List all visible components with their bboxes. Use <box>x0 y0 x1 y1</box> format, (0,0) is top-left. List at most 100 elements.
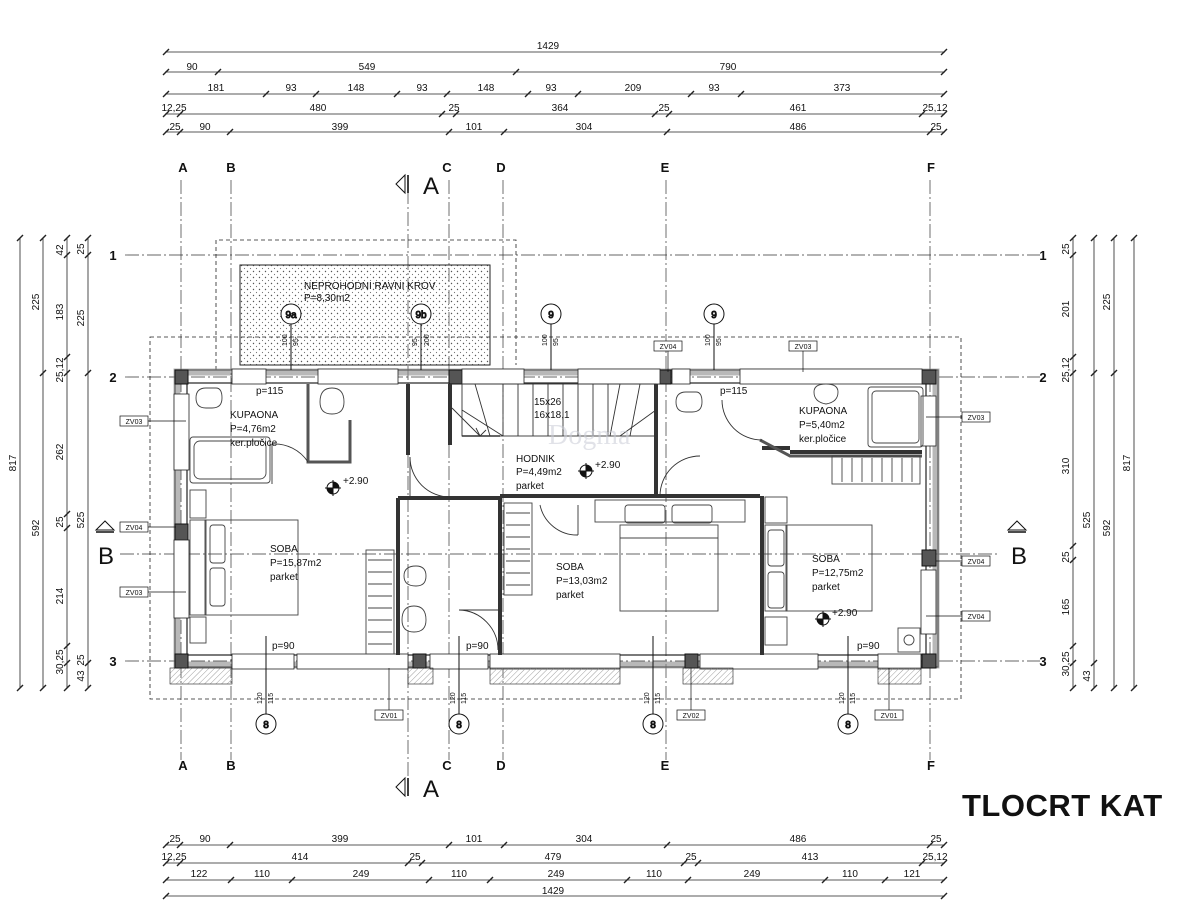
level-markers: +2.90 +2.90 +2.90 <box>325 460 858 627</box>
axis-row-1: 1 <box>1039 248 1046 263</box>
room-roof-name: NEPROHODNI RAVNI KROV <box>304 281 436 292</box>
parapet-labels: p=115 p=115 p=90 p=90 p=90 <box>256 386 880 652</box>
parapet-height: p=115 <box>720 386 748 397</box>
parapet-height: p=90 <box>466 641 489 652</box>
room-bed-right-name: SOBA <box>812 554 840 565</box>
dim-bottom-3: 249 <box>744 869 761 880</box>
dim-top-5: 486 <box>790 122 807 133</box>
axis-column-e: E <box>661 160 670 175</box>
dim-right-inner: 165 <box>1061 598 1072 615</box>
window-tag-label: ZV01 <box>881 713 898 720</box>
dim-right-inner: 25,12 <box>1061 357 1072 382</box>
dim-top-4: 25 <box>658 103 670 114</box>
axis-column-b: B <box>226 160 235 175</box>
dim-top-1: 1429 <box>537 41 560 52</box>
dim-top-2: 90 <box>186 62 198 73</box>
opening-height: 120 <box>644 692 651 704</box>
room-bed-left-name: SOBA <box>270 544 298 555</box>
dim-right-mid: 525 <box>1082 511 1093 528</box>
room-bath-right-area: P=5,40m2 <box>799 420 845 431</box>
room-bath-left-area: P=4,76m2 <box>230 424 276 435</box>
detail-bubble: 8 <box>255 636 277 735</box>
dim-top-5: 304 <box>576 122 593 133</box>
detail-bubble: 8 <box>837 636 859 735</box>
dim-top-3: 148 <box>478 83 495 94</box>
dim-bottom-3: 110 <box>254 869 270 880</box>
room-bed-mid-finish: parket <box>556 590 584 601</box>
opening-height: 95 <box>553 338 560 346</box>
dim-bottom-2: 413 <box>802 852 819 863</box>
dim-top-3: 93 <box>285 83 297 94</box>
dim-bottom-2: 25 <box>685 852 697 863</box>
windows <box>173 368 937 670</box>
dim-right-inner: 310 <box>1061 457 1072 474</box>
detail-id: 8 <box>650 720 656 731</box>
structural-columns <box>174 369 937 669</box>
window-tags: ZV03 ZV04 ZV03 ZV04 ZV03 ZV04 ZV03 ZV04 … <box>119 340 991 721</box>
window-tag-label: ZV03 <box>968 415 985 422</box>
detail-id: 9b <box>415 310 427 321</box>
dim-bottom-1: 90 <box>199 834 211 845</box>
room-bath-right-name: KUPAONA <box>799 406 847 417</box>
axis-row-2: 2 <box>109 370 116 385</box>
bottom-dimension-chains <box>162 841 948 900</box>
bottom-dimension-labels: 25 90 399 101 304 486 25 12,25 414 25 47… <box>161 834 947 897</box>
axis-column-c: C <box>442 758 452 773</box>
parapet-height: p=90 <box>857 641 880 652</box>
opening-height: 115 <box>850 693 857 704</box>
detail-bubble: 9a <box>280 303 302 370</box>
dim-left-inner: 30,25 <box>55 649 66 674</box>
dim-bottom-3: 110 <box>842 869 858 880</box>
dim-top-3: 148 <box>348 83 365 94</box>
detail-bubble: 8 <box>448 636 470 735</box>
axis-column-a: A <box>178 160 188 175</box>
opening-height: 120 <box>450 692 457 704</box>
detail-bubble: 8 <box>642 636 664 735</box>
dim-bottom-1: 304 <box>576 834 593 845</box>
parapet-height: p=115 <box>256 386 284 397</box>
doors <box>271 399 763 651</box>
axis-column-d: D <box>496 160 505 175</box>
section-b-label: B <box>98 543 114 570</box>
dim-left-outer: 817 <box>8 454 19 471</box>
level-value: +2.90 <box>343 476 369 487</box>
window-tag: ZV03 <box>119 586 186 598</box>
detail-id: 8 <box>845 720 851 731</box>
section-markers: A A B B <box>94 173 1028 803</box>
axis-row-3: 3 <box>1039 654 1046 669</box>
section-a-label: A <box>423 776 439 803</box>
dim-top-5: 25 <box>930 122 942 133</box>
dim-top-5: 90 <box>199 122 211 133</box>
left-dimension-chains <box>16 234 92 692</box>
dim-bottom-1: 486 <box>790 834 807 845</box>
opening-height: 95 <box>412 338 419 346</box>
dim-top-2: 549 <box>359 62 376 73</box>
axis-column-d: D <box>496 758 505 773</box>
dim-right-inner: 25 <box>1061 243 1072 255</box>
dim-bottom-3: 110 <box>646 869 662 880</box>
dim-top-3: 93 <box>708 83 720 94</box>
dim-bottom-3: 122 <box>191 869 208 880</box>
detail-bubble: 9 <box>703 303 725 370</box>
dim-right-inner: 43 <box>1082 670 1093 682</box>
opening-height: 95 <box>716 338 723 346</box>
level-value: +2.90 <box>595 460 621 471</box>
window-tag: ZV03 <box>788 340 818 372</box>
axis-column-f: F <box>927 160 935 175</box>
dim-left-inner: 25 <box>55 516 66 528</box>
dim-left-inner: 262 <box>55 443 66 460</box>
dim-left-mid: 225 <box>31 293 42 310</box>
dim-bottom-1: 101 <box>466 834 483 845</box>
dim-top-3: 209 <box>625 83 642 94</box>
window-tag: ZV04 <box>653 340 683 372</box>
room-bath-left-finish: ker.pločice <box>230 438 278 449</box>
section-b-right-marker: B <box>1006 520 1028 570</box>
axis-row-1: 1 <box>109 248 116 263</box>
opening-height: 100 <box>282 334 289 346</box>
level-marker: +2.90 <box>578 460 621 479</box>
room-hall-finish: parket <box>516 481 544 492</box>
dim-top-4: 25 <box>448 103 460 114</box>
window-tag: ZV01 <box>874 668 904 721</box>
dim-top-3: 181 <box>208 83 225 94</box>
section-b-label: B <box>1011 543 1027 570</box>
